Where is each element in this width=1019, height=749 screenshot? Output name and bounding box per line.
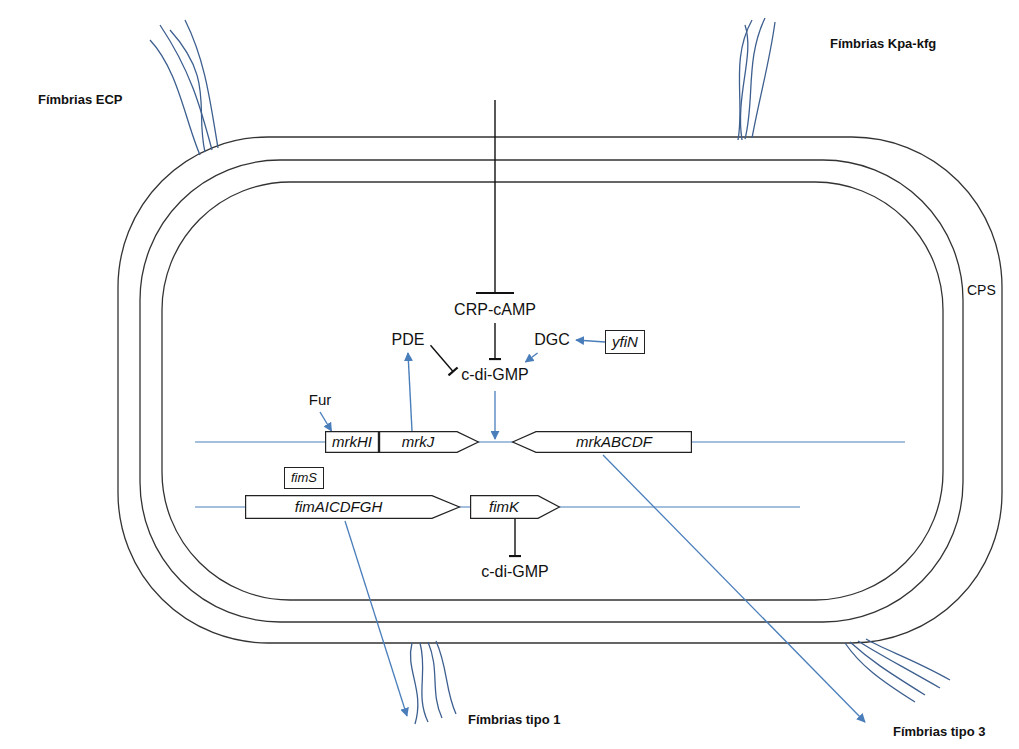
node-text: Fur [309, 391, 332, 409]
activation-arrow [576, 340, 605, 342]
gene-arrow: mrkABCDF [512, 431, 692, 453]
type3-fimbriae [845, 639, 950, 702]
inhibition-line [514, 519, 515, 556]
shape-outline [471, 496, 560, 519]
type1-fimbriae [410, 641, 456, 724]
regulator-label: CRP-cAMP [448, 297, 542, 323]
capsule-label: CPS [967, 282, 996, 299]
fimbriae-label: Fímbrias tipo 3 [893, 724, 985, 740]
node-text: CRP-cAMP [454, 300, 536, 319]
capsule-outline [118, 137, 1002, 643]
node-text: mrkHI [332, 433, 372, 451]
inhibition-line [494, 323, 495, 359]
second-messenger: c-di-GMP [475, 559, 555, 585]
inhibition-bar [476, 292, 514, 294]
shape-outline [380, 432, 479, 453]
gene-arrow: fimAICDFGH [245, 495, 460, 519]
shape-outline [246, 496, 460, 519]
node-text: c-di-GMP [481, 562, 549, 581]
activation-arrow [320, 412, 331, 431]
node-text: c-di-GMP [461, 365, 529, 384]
outer-membrane [140, 160, 963, 622]
fimbriae-label: Fímbrias ECP [38, 92, 123, 108]
inner-membrane [162, 182, 943, 600]
gene-arrow: mrkJ [379, 431, 479, 453]
inhibition-line [494, 100, 495, 293]
gene-box: mrkHI [325, 431, 379, 453]
node-text: mrkJ [402, 433, 435, 451]
node-text: fimAICDFGH [295, 498, 383, 516]
enzyme-label: PDE [386, 327, 431, 353]
activation-arrow [525, 353, 537, 362]
node-text: yfiN [612, 333, 638, 351]
node-text: DGC [534, 330, 570, 349]
shape-outline [326, 432, 379, 453]
regulator-label: Fur [303, 388, 338, 412]
node-text: mrkABCDF [576, 433, 652, 451]
fimbriae-label: Fímbrias Kpa-kfg [830, 36, 936, 52]
inhibition-line [431, 345, 454, 371]
node-text: fimK [489, 498, 519, 516]
expression-arrow [345, 521, 407, 716]
switch-box: fimS [284, 467, 324, 489]
activation-arrow [408, 353, 412, 431]
ecp-fimbriae [150, 20, 218, 155]
node-text: fimS [291, 470, 317, 486]
gene-arrow: fimK [470, 495, 560, 519]
shape-outline [513, 432, 692, 453]
expression-arrow [603, 455, 865, 722]
node-text: PDE [392, 330, 425, 349]
kpa-kfg-fimbriae [738, 18, 775, 140]
fimbriae-label: Fímbrias tipo 1 [468, 712, 560, 728]
enzyme-label: DGC [528, 327, 576, 353]
gene-box: yfiN [605, 330, 645, 354]
activation-arrow [494, 391, 495, 439]
second-messenger: c-di-GMP [455, 362, 535, 388]
